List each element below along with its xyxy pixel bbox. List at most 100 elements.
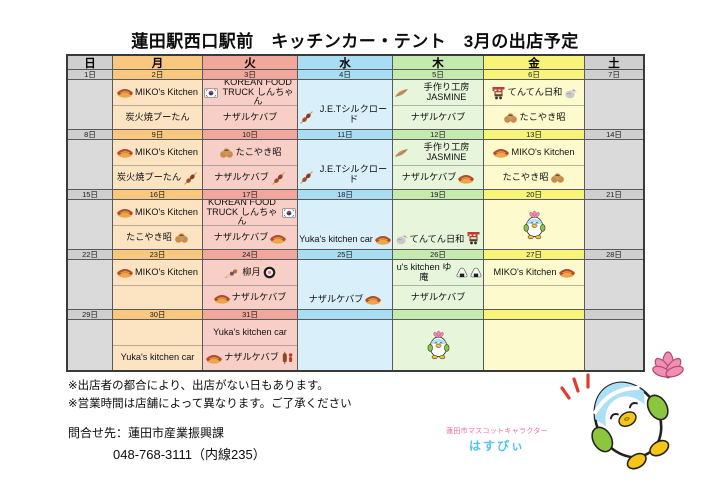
date-cell: [585, 310, 643, 320]
vendor-label: J.E.Tシルクロード: [319, 104, 388, 125]
calendar-cell: 手作り工房 JASMINE ナザルケバブ: [393, 140, 484, 190]
day-header-mon: 月: [113, 56, 203, 70]
date-cell: 17日: [203, 190, 298, 200]
vendor-label: たこやき昭: [126, 232, 172, 243]
date-cell: 9日: [113, 130, 203, 140]
day-header-wed: 水: [298, 56, 393, 70]
vendor-slot: 炭火焼プーたん: [113, 105, 202, 129]
calendar-cell: たこやき昭ナザルケバブ: [203, 140, 298, 190]
vendor-label: KOREAN FOOD TRUCK しんちゃん: [206, 200, 278, 227]
vendor-label: ナザルケバブ: [222, 112, 278, 123]
vendor-slot: J.E.Tシルクロード: [298, 80, 392, 129]
takoyaki-icon: [174, 232, 189, 244]
calendar-cell: MIKO's Kitchen たこやき昭: [113, 200, 203, 250]
vendor-slot: たこやき昭: [484, 165, 584, 189]
day-header-sat: 土: [585, 56, 643, 70]
calendar-cell: [484, 320, 585, 370]
calendar-cell: KOREAN FOOD TRUCK しんちゃんナザルケバブ: [203, 80, 298, 130]
vendor-slot: ナザルケバブ: [203, 165, 297, 189]
footer-notes: ※出店者の都合により、出店がない日もあります。 ※営業時間は店舗によって異なりま…: [68, 378, 352, 414]
calendar-cell: [68, 320, 113, 370]
vendor-icon: [281, 351, 294, 365]
vendor-slot: MIKO's Kitchen: [484, 140, 584, 165]
vendor-slot: たこやき昭: [203, 140, 297, 165]
calendar-cell: MIKO's Kitchen: [484, 260, 585, 310]
date-cell: 31日: [203, 310, 298, 320]
vendor-slot: ナザルケバブ: [298, 260, 392, 309]
vendor-slot: Yuka's kitchen car: [298, 200, 392, 249]
calendar-cell: ナザルケバブ: [298, 260, 393, 310]
vendor-slot: [484, 285, 584, 309]
vendor-label: KOREAN FOOD TRUCK しんちゃん: [222, 80, 294, 107]
day-header-thu: 木: [393, 56, 484, 70]
kebab-icon: [271, 171, 286, 186]
calendar-cell: Yuka's kitchen car: [298, 200, 393, 250]
calendar-cell: KOREAN FOOD TRUCK しんちゃんナザルケバブ: [203, 200, 298, 250]
vendor-label: ナザルケバブ: [214, 172, 269, 183]
vendor-slot: 手作り工房 JASMINE: [393, 140, 483, 165]
vendor-label: MIKO's Kitchen: [493, 266, 557, 277]
kebab-icon: [183, 171, 198, 186]
calendar-cell: [585, 140, 643, 190]
vendor-label: たこやき昭: [519, 112, 566, 123]
takoyaki-icon: [550, 172, 565, 184]
calendar-cell: [68, 260, 113, 310]
bird-icon: [564, 87, 578, 99]
date-cell: 26日: [393, 250, 484, 260]
vendor-slot: [484, 200, 584, 249]
date-cell: 29日: [68, 310, 113, 320]
calendar-cell: [585, 80, 643, 130]
vendor-label: MIKO's Kitchen: [134, 146, 199, 157]
hotdog-icon: [117, 207, 133, 218]
date-cell: 23日: [113, 250, 203, 260]
date-cell: 14日: [585, 130, 643, 140]
takoyaki-icon: [503, 112, 518, 124]
penguin-icon: [426, 330, 451, 360]
vendor-label: ナザルケバブ: [308, 294, 364, 305]
vendor-label: Yuka's kitchen car: [213, 326, 287, 337]
mascot-name: はすぴぃ: [468, 439, 525, 453]
date-cell: 19日: [393, 190, 484, 200]
date-cell: 10日: [203, 130, 298, 140]
vendor-label: てんてん日和: [507, 86, 563, 97]
onigiri-icon: [456, 267, 468, 278]
date-cell: 22日: [68, 250, 113, 260]
date-cell: 25日: [298, 250, 393, 260]
feather-icon: [394, 148, 409, 158]
day-header-fri: 金: [484, 56, 585, 70]
vendor-label: 柳月: [242, 266, 261, 277]
calendar-cell: てんてん日和: [393, 200, 484, 250]
vendor-slot: ナザルケバブ: [203, 285, 297, 309]
hotdog-icon: [117, 267, 133, 278]
dango-icon: [224, 267, 240, 279]
calendar-cell: [393, 320, 484, 370]
mascot-haspi-illustration: [540, 348, 705, 498]
vendor-label: J.E.Tシルクロード: [319, 164, 388, 185]
calendar-cell: [484, 200, 585, 250]
vendor-slot: てんてん日和: [484, 80, 584, 105]
vendor-slot: MIKO's Kitchen: [113, 200, 202, 225]
calendar-cell: u's kitchen ゆ庵ナザルケバブ: [393, 260, 484, 310]
vendor-slot: MIKO's Kitchen: [113, 260, 202, 285]
vendor-label: 手作り工房 JASMINE: [423, 141, 470, 162]
vendor-label: u's kitchen ゆ庵: [396, 261, 452, 282]
hotdog-icon: [558, 267, 575, 278]
vendor-slot: MIKO's Kitchen: [113, 140, 202, 165]
calendar-cell: てんてん日和たこやき昭: [484, 80, 585, 130]
calendar-cell: MIKO's Kitchen たこやき昭: [484, 140, 585, 190]
date-cell: 15日: [68, 190, 113, 200]
mascot-caption-title: 蓮田市マスコットキャラクター: [446, 428, 548, 435]
hotdog-icon: [375, 234, 391, 245]
date-cell: 2日: [113, 70, 203, 80]
vendor-label: たこやき昭: [502, 172, 549, 183]
calendar-cell: J.E.Tシルクロード: [298, 80, 393, 130]
day-header-sun: 日: [68, 56, 113, 70]
contact-department: 問合せ先：蓮田市産業振興課: [68, 426, 225, 440]
vendor-label: MIKO's Kitchen: [511, 146, 575, 157]
vendor-label: 手作り工房 JASMINE: [423, 81, 470, 102]
hotdog-icon: [493, 147, 510, 158]
vendor-slot: てんてん日和: [393, 200, 483, 249]
vendor-slot: ナザルケバブ: [393, 165, 483, 189]
date-cell: 1日: [68, 70, 113, 80]
